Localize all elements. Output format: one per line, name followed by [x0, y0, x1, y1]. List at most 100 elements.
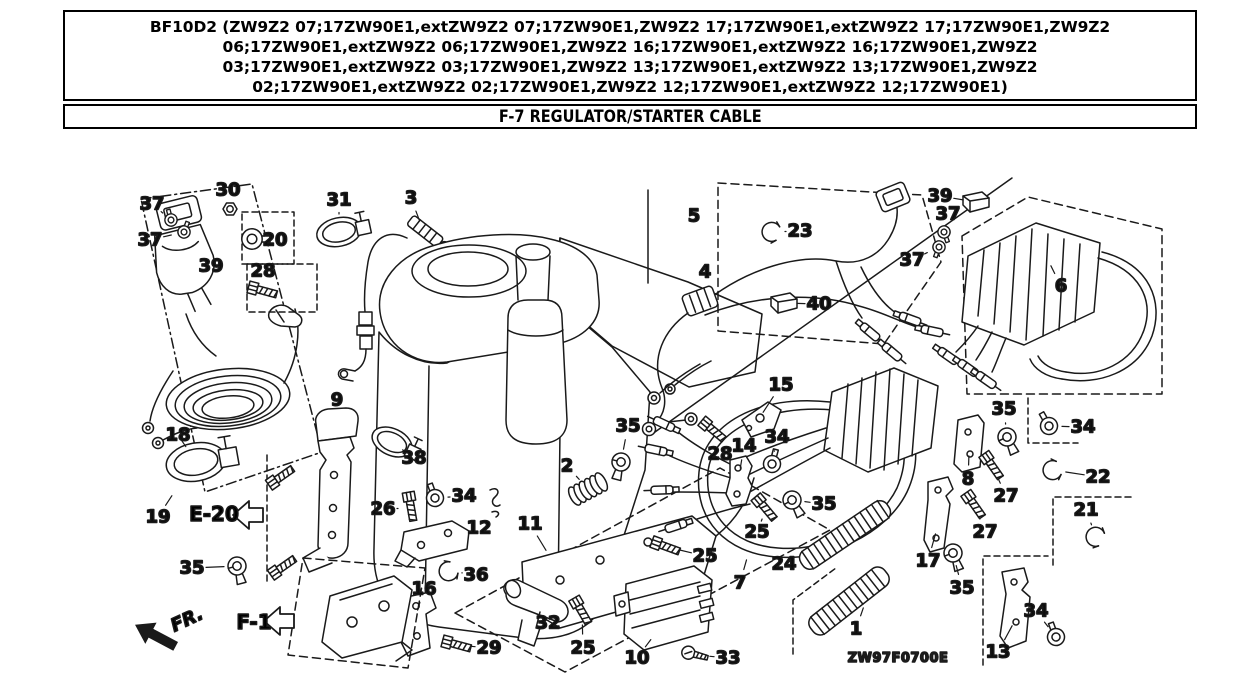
corrugated-tube-1	[808, 566, 890, 636]
part-label-37: 37	[137, 230, 162, 251]
diagram-code: ZW97F0700E	[848, 651, 949, 666]
model-header: BF10D2 (ZW9Z2 07;17ZW90E1,extZW9Z2 07;17…	[63, 10, 1197, 101]
part-glyph-31	[316, 210, 373, 248]
leader-line	[415, 210, 420, 221]
part-label-32: 32	[535, 613, 560, 634]
part-label-36: 36	[463, 565, 488, 586]
part-label-5: 5	[688, 206, 701, 227]
part-label-20: 20	[262, 230, 287, 251]
part-glyph-2	[567, 472, 609, 506]
leader-line	[402, 449, 408, 454]
ref-label: E-20	[189, 502, 239, 526]
leader-line	[923, 252, 928, 255]
part-glyph-20	[241, 228, 271, 250]
part-glyph-37	[937, 225, 951, 244]
part-label-34: 34	[1070, 417, 1095, 438]
part-label-38: 38	[401, 448, 426, 469]
part-glyph-37	[932, 240, 946, 259]
part-label-33: 33	[715, 648, 740, 669]
part-glyph-27	[960, 488, 987, 520]
leader-line	[1043, 621, 1049, 628]
part-label-27: 27	[972, 522, 997, 543]
part-glyph-misc	[264, 464, 296, 491]
fr-arrow-icon	[135, 622, 179, 651]
leader-line	[181, 439, 187, 448]
coil-lead-wire	[185, 313, 217, 357]
part-glyph-40	[770, 292, 798, 314]
ref-arrow-icon	[232, 500, 264, 530]
part-label-22: 22	[1085, 467, 1110, 488]
bracket-12	[394, 520, 470, 568]
model-line-3: 03;17ZW90E1,extZW9Z2 03;17ZW90E1,ZW9Z2 1…	[222, 58, 1038, 76]
part-glyph-34	[425, 482, 445, 508]
tube1-guide	[792, 567, 837, 655]
leader-line	[931, 533, 937, 549]
hardware-glyph-layer	[164, 191, 1106, 661]
part-label-26: 26	[370, 499, 395, 520]
part-glyph-30	[222, 202, 238, 216]
part-label-3: 3	[405, 188, 418, 209]
part-label-13: 13	[985, 642, 1010, 663]
part-label-6: 6	[1055, 276, 1068, 297]
part-glyph-22	[1042, 458, 1062, 481]
bracket-15	[741, 401, 782, 438]
part-glyph-18	[165, 434, 240, 483]
part-glyph-25	[568, 594, 593, 626]
part-label-37: 37	[935, 204, 960, 225]
leader-line	[536, 535, 547, 551]
part-glyph-25	[649, 535, 682, 556]
part-glyph-34	[762, 448, 782, 474]
part-glyph-35	[997, 427, 1020, 456]
part-label-11: 11	[517, 514, 542, 535]
leader-line	[644, 638, 652, 648]
part-label-37: 37	[899, 250, 924, 271]
part-glyph-37	[164, 208, 178, 227]
part-glyph-misc	[914, 324, 951, 338]
rectifier-and-cable	[647, 360, 939, 559]
part-label-31: 31	[326, 190, 351, 211]
leader-line	[804, 501, 811, 503]
part-label-2: 2	[561, 456, 574, 477]
part-label-25: 25	[692, 546, 717, 567]
part-label-37: 37	[139, 194, 164, 215]
part-glyph-25	[750, 492, 778, 522]
part-label-12: 12	[466, 518, 491, 539]
callout-corner-34	[1027, 397, 1079, 444]
part-label-35: 35	[615, 416, 640, 437]
part-glyph-26	[401, 490, 418, 523]
leader-line	[160, 211, 164, 214]
plate-8	[953, 414, 985, 473]
battery-cable-coil	[141, 308, 299, 450]
part-label-34: 34	[764, 427, 789, 448]
leader-line	[955, 564, 960, 576]
leader-line	[739, 459, 743, 469]
part-label-34: 34	[451, 486, 476, 507]
part-label-35: 35	[179, 558, 204, 579]
part-label-28: 28	[707, 444, 732, 465]
part-glyph-misc	[854, 318, 885, 345]
part-glyph-misc	[643, 484, 680, 496]
leader-line	[417, 601, 421, 611]
part-label-35: 35	[811, 494, 836, 515]
part-glyph-28	[697, 415, 727, 443]
bracket-17	[923, 476, 954, 553]
leader-line	[622, 439, 626, 450]
part-glyph-34	[1046, 621, 1066, 647]
part-glyph-34	[1038, 411, 1059, 436]
part-label-21: 21	[1073, 500, 1098, 521]
leader-line	[163, 234, 172, 238]
leader-line	[205, 565, 225, 569]
leader-line	[762, 396, 774, 413]
part-glyph-35	[943, 543, 965, 573]
model-line-2: 06;17ZW90E1,extZW9Z2 06;17ZW90E1,ZW9Z2 1…	[222, 38, 1038, 56]
part-label-14: 14	[731, 436, 756, 457]
part-label-30: 30	[215, 180, 240, 201]
part-glyph-35	[611, 452, 631, 482]
part-glyph-misc	[266, 554, 298, 581]
part-glyph-29	[440, 634, 473, 653]
regulator-assembly	[955, 222, 1157, 382]
section-title: F-7 REGULATOR/STARTER CABLE	[498, 107, 762, 126]
leader-line	[997, 478, 1001, 484]
part-label-25: 25	[744, 522, 769, 543]
